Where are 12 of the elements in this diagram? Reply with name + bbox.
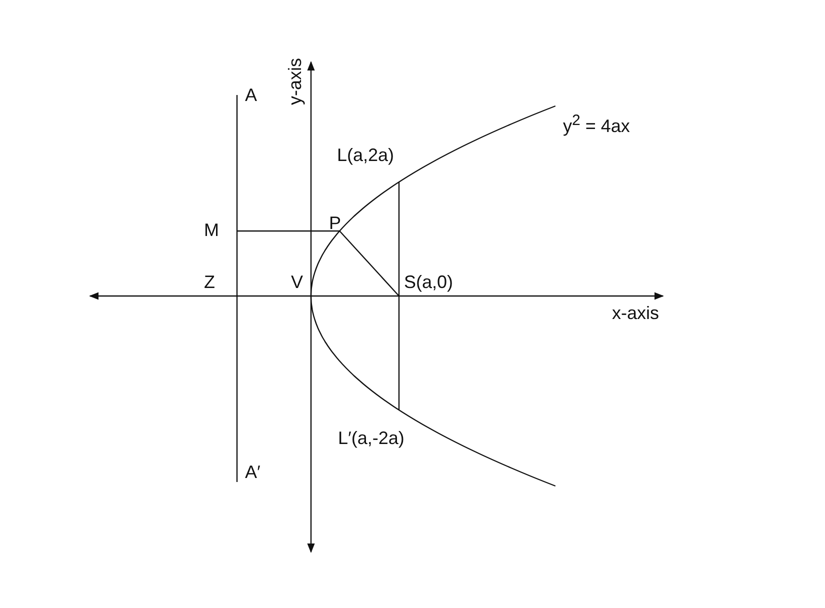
axis-label: y-axis <box>286 58 304 105</box>
point-label: M <box>204 221 219 239</box>
point-label: L′(a,-2a) <box>338 429 404 447</box>
point-label: S(a,0) <box>404 273 454 291</box>
point-label: V <box>291 273 304 291</box>
axis-label: x-axis <box>612 304 660 322</box>
point-label: Z <box>204 273 215 291</box>
point-label: L(a,2a) <box>337 146 394 164</box>
point-label: A <box>245 86 258 104</box>
point-label: A′ <box>245 463 260 481</box>
point-label: P <box>329 214 342 232</box>
equation-label: y$^{2}$ = 4ax <box>563 113 630 135</box>
